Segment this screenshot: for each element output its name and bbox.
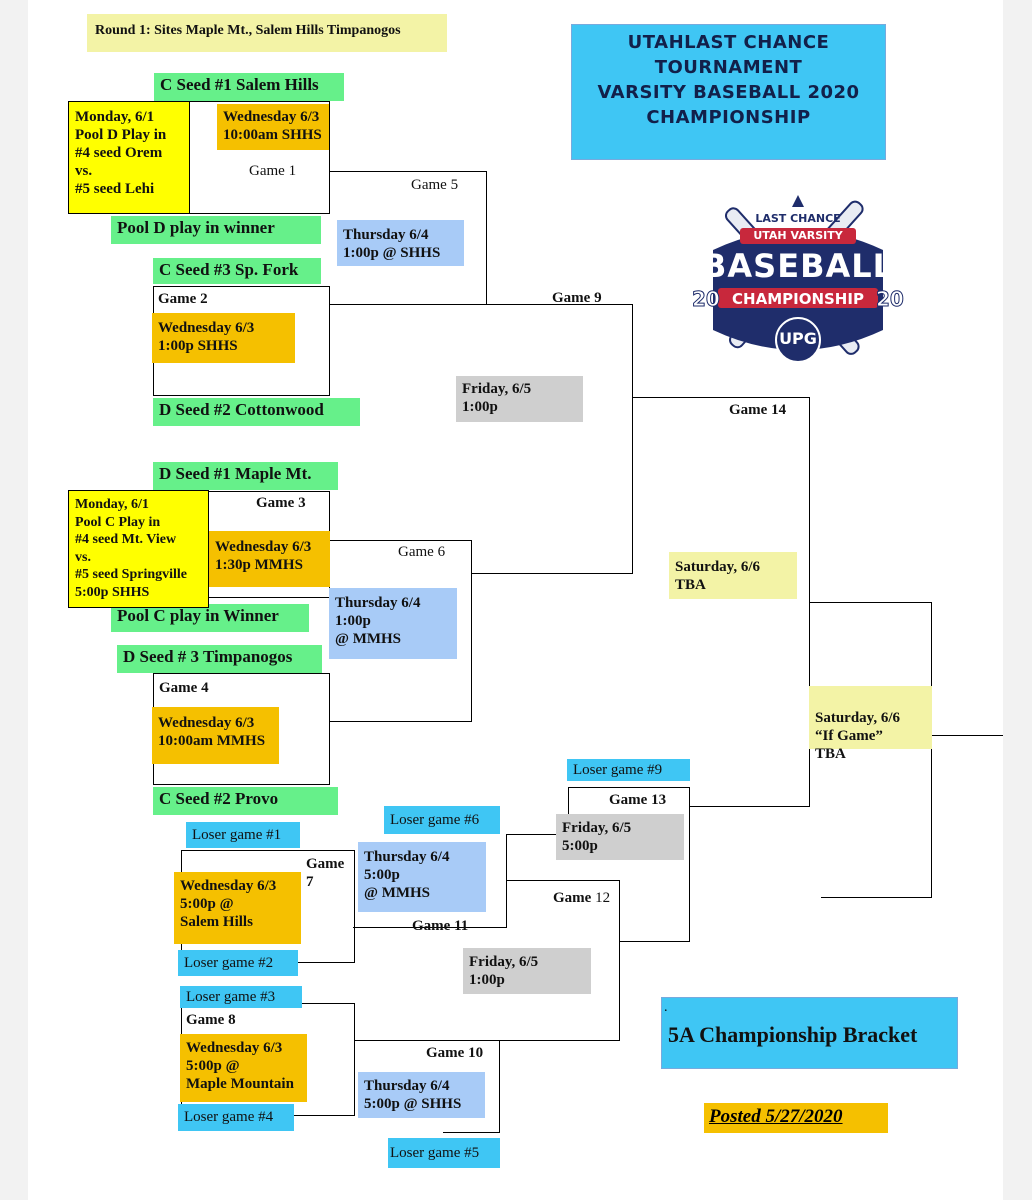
loser-game-6: Loser game #6 <box>384 806 500 834</box>
line <box>329 304 633 305</box>
pool-d-playin: Monday, 6/1 Pool D Play in #4 seed Orem … <box>68 101 190 214</box>
line <box>619 880 620 1041</box>
game-12-word: Game <box>553 890 592 906</box>
seed-d1: D Seed #1 Maple Mt. <box>153 462 338 490</box>
seed-pool-d-winner: Pool D play in winner <box>111 216 321 244</box>
game-3-label: Game 3 <box>256 495 306 511</box>
game-8-schedule: Wednesday 6/3 5:00p @ Maple Mountain <box>180 1034 307 1102</box>
game-12-label: Game 12 <box>553 890 610 907</box>
game-8-label: Game 8 <box>186 1012 236 1028</box>
loser-game-1: Loser game #1 <box>186 822 300 848</box>
line <box>471 573 633 574</box>
line <box>354 1040 620 1041</box>
line <box>353 927 507 928</box>
game-4-label: Game 4 <box>159 680 209 696</box>
tournament-title-text: UTAHLAST CHANCE TOURNAMENT VARSITY BASEB… <box>597 32 860 128</box>
line <box>689 806 810 807</box>
line <box>619 941 690 942</box>
game-11-label: Game 11 <box>412 918 469 934</box>
game-10-label: Game 10 <box>426 1045 484 1061</box>
game-7-schedule: Wednesday 6/3 5:00p @ Salem Hills <box>174 872 301 944</box>
line <box>568 787 690 788</box>
logo-top-text: LAST CHANCE <box>755 212 841 225</box>
line <box>506 880 620 881</box>
logo-main-text: BASEBALL <box>702 247 894 285</box>
game-2-label: Game 2 <box>158 291 208 307</box>
game-9-schedule: Friday, 6/5 1:00p <box>456 376 583 422</box>
game-12-number: 12 <box>595 890 611 906</box>
line <box>486 171 487 305</box>
logo-year-right: 20 <box>876 287 905 312</box>
loser-game-3: Loser game #3 <box>180 986 302 1008</box>
line <box>568 787 569 835</box>
game-6-label: Game 6 <box>398 544 446 560</box>
loser-game-2: Loser game #2 <box>178 950 298 976</box>
line <box>506 834 569 835</box>
game-11-schedule: Thursday 6/4 5:00p @ MMHS <box>358 842 486 912</box>
logo-bottom-text: UPG <box>779 329 817 348</box>
seed-pool-c-winner: Pool C play in Winner <box>111 604 309 632</box>
game-7-number: 7 <box>306 874 314 890</box>
line <box>632 397 810 398</box>
game-3-schedule: Wednesday 6/3 1:30p MMHS <box>209 531 330 587</box>
logo-banner-text: UTAH VARSITY <box>753 229 843 242</box>
seed-d3: D Seed # 3 Timpanogos <box>117 645 322 673</box>
loser-game-5: Loser game #5 <box>388 1138 500 1168</box>
game-1-label: Game 1 <box>249 163 297 179</box>
line <box>821 897 932 898</box>
game-10-schedule: Thursday 6/4 5:00p @ SHHS <box>358 1072 485 1118</box>
game-1-schedule: Wednesday 6/3 10:00am SHHS <box>217 104 329 150</box>
line <box>931 602 932 898</box>
pool-c-playin: Monday, 6/1 Pool C Play in #4 seed Mt. V… <box>68 490 209 608</box>
seed-c3: C Seed #3 Sp. Fork <box>153 258 321 284</box>
game-14-schedule: Saturday, 6/6 TBA <box>669 552 797 599</box>
loser-game-9: Loser game #9 <box>567 759 690 781</box>
game-9-label: Game 9 <box>552 290 602 306</box>
line <box>329 721 472 722</box>
seed-c1: C Seed #1 Salem Hills <box>154 73 344 101</box>
bracket-title-dot: . <box>664 1000 668 1015</box>
line <box>329 540 472 541</box>
line <box>471 540 472 722</box>
round-note: Round 1: Sites Maple Mt., Salem Hills Ti… <box>87 14 447 52</box>
game-2-schedule: Wednesday 6/3 1:00p SHHS <box>152 313 295 363</box>
line <box>809 602 932 603</box>
game-13-label: Game 13 <box>609 792 667 808</box>
game-6-schedule: Thursday 6/4 1:00p @ MMHS <box>329 588 457 659</box>
game-13-schedule: Friday, 6/5 5:00p <box>556 814 684 860</box>
bracket-title-box <box>661 997 958 1069</box>
game-5-label: Game 5 <box>411 177 459 193</box>
game-15-schedule: Saturday, 6/6 “If Game” TBA <box>809 686 932 762</box>
tournament-title <box>571 24 886 160</box>
line <box>506 834 507 928</box>
posted-date: Posted 5/27/2020 <box>704 1103 888 1133</box>
bracket-sheet: Round 1: Sites Maple Mt., Salem Hills Ti… <box>28 0 1003 1200</box>
line <box>931 735 1003 736</box>
line <box>329 171 487 172</box>
game-15-schedule-text: Saturday, 6/6 “If Game” TBA <box>815 710 901 762</box>
line <box>632 304 633 574</box>
seed-d2: D Seed #2 Cottonwood <box>153 398 360 426</box>
line <box>443 1132 500 1133</box>
logo-sub-text: CHAMPIONSHIP <box>732 290 864 308</box>
bracket-title: 5A Championship Bracket <box>668 1022 918 1047</box>
loser-game-4: Loser game #4 <box>178 1104 294 1131</box>
game-7-label: Game <box>306 856 345 872</box>
line <box>499 1040 500 1133</box>
game-5-schedule: Thursday 6/4 1:00p @ SHHS <box>337 220 464 266</box>
seed-c2: C Seed #2 Provo <box>153 787 338 815</box>
line <box>689 787 690 942</box>
championship-logo: LAST CHANCE UTAH VARSITY BASEBALL 20 CHA… <box>678 190 918 375</box>
logo-year-left: 20 <box>692 287 721 312</box>
game-14-label: Game 14 <box>729 402 787 418</box>
game-12-schedule: Friday, 6/5 1:00p <box>463 948 591 994</box>
game-4-schedule: Wednesday 6/3 10:00am MMHS <box>152 707 279 764</box>
